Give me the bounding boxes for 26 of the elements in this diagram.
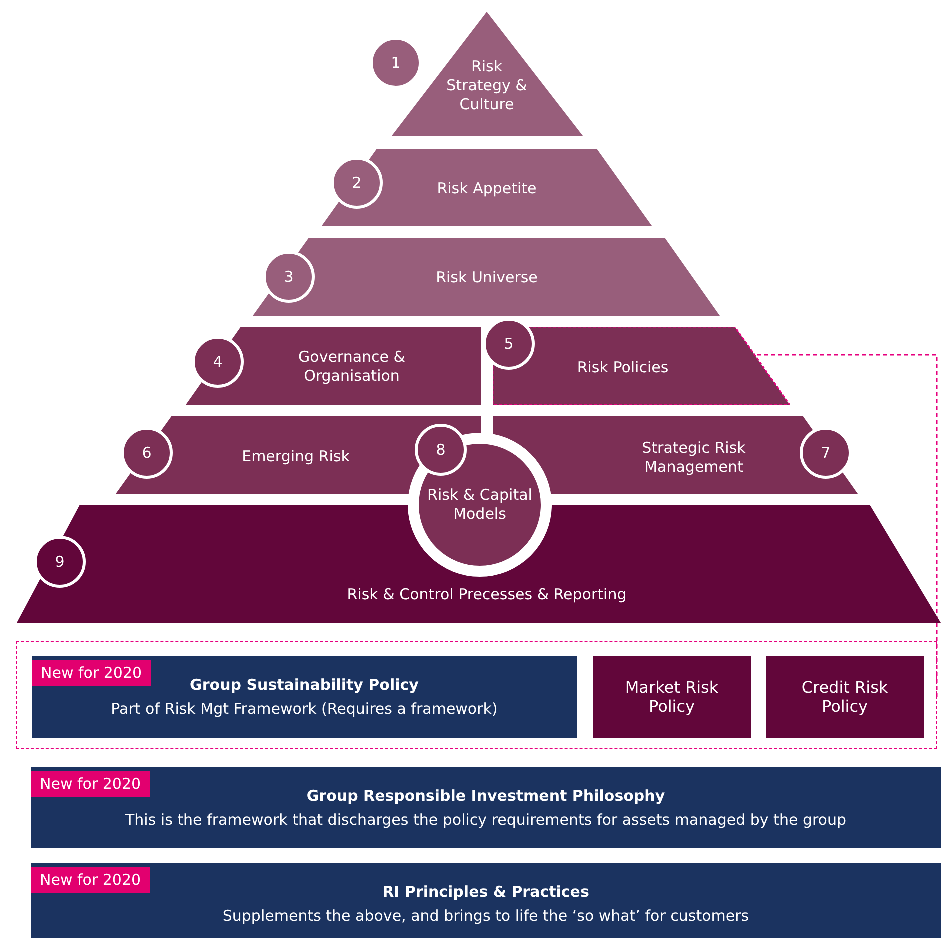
policy-panel (31, 863, 941, 938)
panel-heading: Group Sustainability Policy (190, 676, 419, 694)
policy-panel (31, 767, 941, 848)
new-tag: New for 2020 (31, 771, 150, 797)
step-number: 5 (483, 318, 535, 370)
panel-description: Part of Risk Mgt Framework (Requires a framework) (111, 700, 498, 718)
tier-label: Risk Policies (576, 358, 670, 378)
tier-label: Risk & Control Precesses & Reporting (346, 586, 628, 604)
tier-label: Emerging Risk (241, 448, 351, 466)
tier-label: Risk Appetite (436, 180, 538, 198)
panel-heading: RI Principles & Practices (382, 883, 590, 901)
dashed-connector (757, 354, 938, 698)
new-tag: New for 2020 (31, 867, 150, 893)
panel-description: Supplements the above, and brings to life the ‘so what’ for customers (222, 907, 750, 925)
tier-label: Risk Strategy & Culture (446, 58, 528, 114)
tier-label: Governance & Organisation (298, 348, 406, 386)
panel-description: This is the framework that discharges the policy requirements for assets managed by the group (125, 811, 847, 829)
policy-box: Market Risk Policy (593, 656, 751, 738)
step-number: 1 (370, 37, 422, 89)
policy-panel (32, 656, 577, 738)
panel-heading: Group Responsible Investment Philosophy (306, 787, 666, 805)
new-tag: New for 2020 (32, 660, 152, 686)
tier-label: Strategic Risk Management (641, 439, 747, 477)
tier-label: Risk Universe (435, 268, 539, 288)
policy-box: Credit Risk Policy (766, 656, 924, 738)
dashed-group-frame (16, 641, 937, 749)
